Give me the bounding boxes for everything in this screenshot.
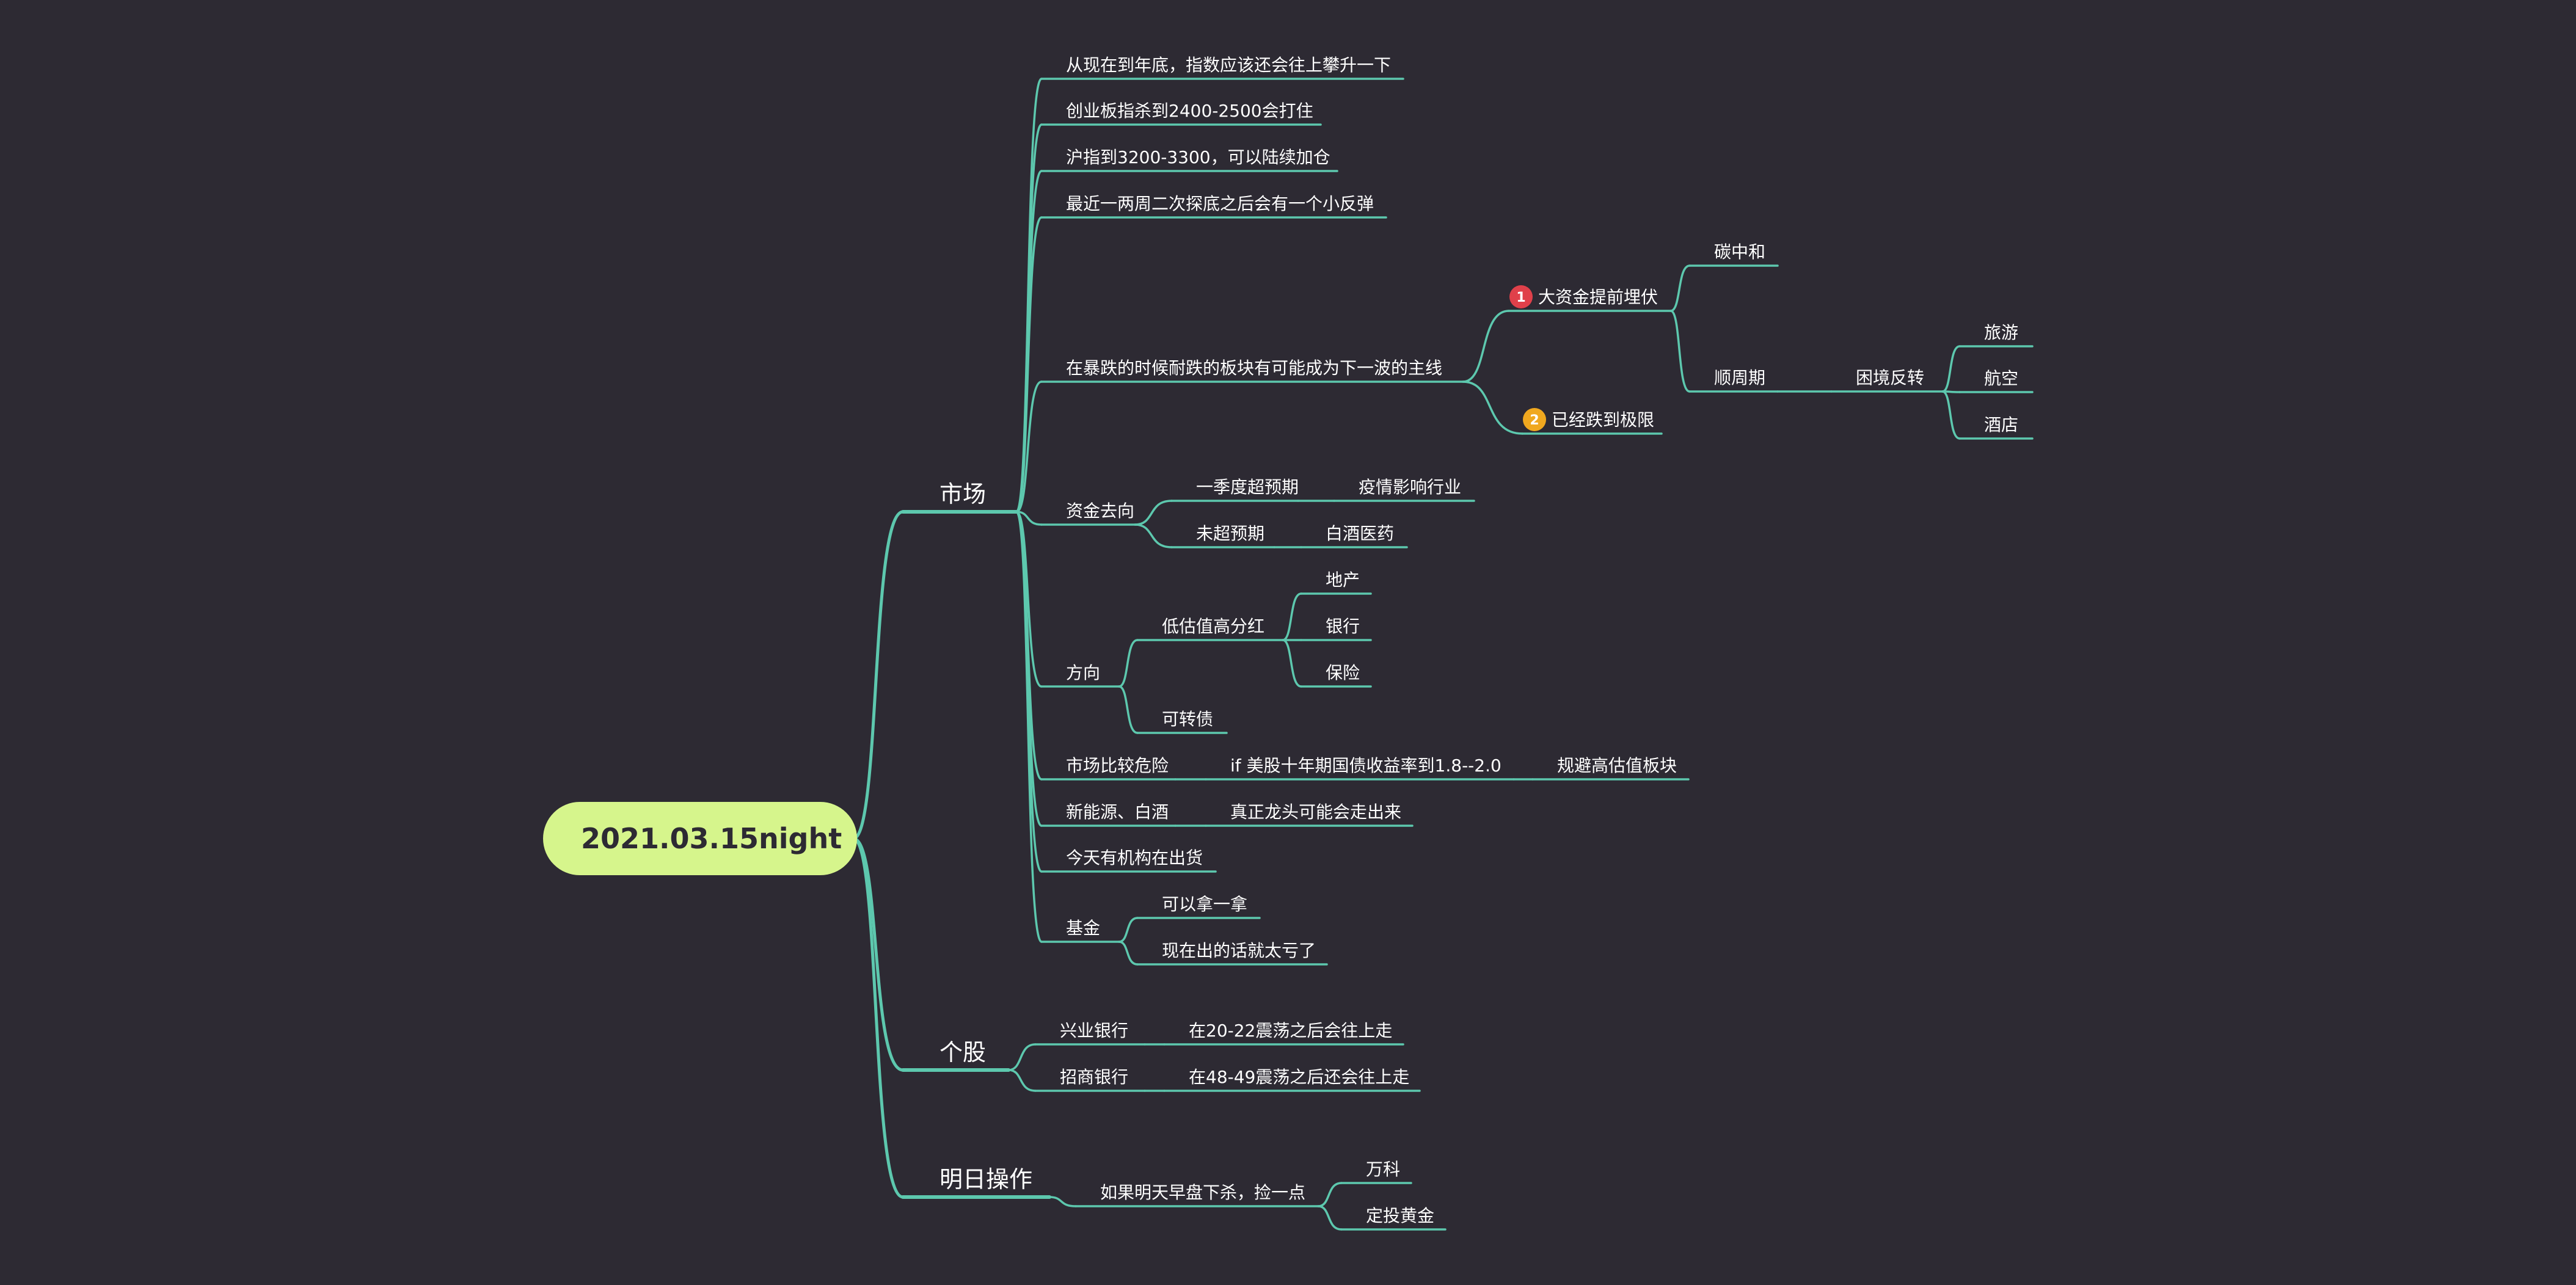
subtopic-label[interactable]: 困境反转 <box>1856 368 1924 388</box>
branch-connector <box>1317 1182 1343 1207</box>
subtopic-label[interactable]: 可转债 <box>1162 709 1213 729</box>
subtopic-label[interactable]: if 美股十年期国债收益率到1.8--2.0 <box>1230 755 1501 776</box>
subtopic-label[interactable]: 真正龙头可能会走出来 <box>1230 802 1401 822</box>
branch-connector <box>1941 345 1961 393</box>
branch-connector <box>1015 511 1043 943</box>
subtopic-label[interactable]: 疫情影响行业 <box>1359 477 1461 497</box>
branch-topic-label[interactable]: 明日操作 <box>940 1166 1032 1193</box>
subtopic-label[interactable]: 碳中和 <box>1714 242 1765 262</box>
subtopic-label[interactable]: 创业板指杀到2400-2500会打住 <box>1066 101 1313 121</box>
branch-connector <box>852 837 905 1072</box>
subtopic-label[interactable]: 新能源、白酒 <box>1066 802 1169 822</box>
subtopic-label[interactable]: 定投黄金 <box>1366 1206 1434 1226</box>
subtopic-label[interactable]: 大资金提前埋伏 <box>1538 287 1658 307</box>
subtopic-label[interactable]: 航空 <box>1984 368 2018 388</box>
branch-connector <box>1007 1069 1037 1092</box>
branch-connector <box>1282 639 1302 688</box>
subtopic-label[interactable]: 从现在到年底，指数应该还会往上攀升一下 <box>1066 55 1391 75</box>
branch-connector <box>1007 1043 1037 1071</box>
subtopic-label[interactable]: 可以拿一拿 <box>1162 894 1247 914</box>
subtopic-label[interactable]: 如果明天早盘下杀，捡一点 <box>1100 1182 1305 1203</box>
branch-connector <box>1118 639 1139 688</box>
subtopic-label[interactable]: 旅游 <box>1984 322 2018 343</box>
branch-connector <box>1134 523 1173 548</box>
subtopic-label[interactable]: 万科 <box>1366 1159 1400 1179</box>
subtopic-label[interactable]: 沪指到3200-3300，可以陆续加仓 <box>1066 147 1330 167</box>
subtopic-label[interactable]: 未超预期 <box>1196 523 1264 544</box>
branch-connector <box>1941 390 1961 440</box>
branch-connector <box>1015 216 1043 513</box>
subtopic-label[interactable]: 规避高估值板块 <box>1557 755 1677 776</box>
subtopic-label[interactable]: 在48-49震荡之后还会往上走 <box>1189 1067 1409 1087</box>
branch-connector <box>1669 310 1691 393</box>
branch-connector <box>852 837 905 1199</box>
subtopic-label[interactable]: 方向 <box>1066 663 1100 683</box>
subtopic-label[interactable]: 资金去向 <box>1066 501 1134 521</box>
subtopic-label[interactable]: 基金 <box>1066 918 1100 938</box>
subtopic-label[interactable]: 银行 <box>1326 616 1360 636</box>
subtopic-label[interactable]: 白酒医药 <box>1326 523 1394 544</box>
subtopic-label[interactable]: 低估值高分红 <box>1162 616 1264 636</box>
subtopic-label[interactable]: 在暴跌的时候耐跌的板块有可能成为下一波的主线 <box>1066 358 1442 378</box>
subtopic-label[interactable]: 地产 <box>1326 570 1360 590</box>
root-node[interactable] <box>543 802 857 875</box>
subtopic-label[interactable]: 兴业银行 <box>1060 1021 1128 1041</box>
subtopic-label[interactable]: 市场比较危险 <box>1066 755 1169 776</box>
subtopic-label[interactable]: 酒店 <box>1984 415 2018 435</box>
branch-connector <box>1118 685 1139 734</box>
subtopic-label[interactable]: 保险 <box>1326 663 1360 683</box>
priority-badge-number: 2 <box>1530 413 1539 428</box>
priority-badge-number: 1 <box>1516 290 1525 305</box>
branch-connector <box>1015 511 1043 526</box>
branch-connector <box>852 510 905 840</box>
subtopic-label[interactable]: 已经跌到极限 <box>1552 410 1654 430</box>
branch-connector <box>1118 917 1139 943</box>
branch-connector <box>1015 380 1043 513</box>
branch-connector <box>1048 1196 1077 1207</box>
root-node-label: 2021.03.15night <box>581 822 842 855</box>
branch-topic-label[interactable]: 市场 <box>940 481 986 508</box>
subtopic-label[interactable]: 在20-22震荡之后会往上走 <box>1189 1021 1392 1041</box>
branch-connector <box>1462 310 1510 383</box>
branch-connector <box>1317 1205 1343 1231</box>
priority-badge-icon <box>1509 285 1533 308</box>
subtopic-label[interactable]: 今天有机构在出货 <box>1066 848 1203 868</box>
priority-badge-icon <box>1523 408 1546 431</box>
branch-connector <box>1462 380 1523 435</box>
branch-connector <box>1282 592 1302 641</box>
branch-topic-label[interactable]: 个股 <box>940 1039 986 1066</box>
subtopic-label[interactable]: 一季度超预期 <box>1196 477 1299 497</box>
branch-connector <box>1669 264 1691 312</box>
subtopic-label[interactable]: 顺周期 <box>1714 368 1765 388</box>
subtopic-label[interactable]: 最近一两周二次探底之后会有一个小反弹 <box>1066 194 1374 214</box>
branch-connector <box>1134 500 1173 526</box>
branch-connector <box>1118 941 1139 966</box>
subtopic-label[interactable]: 招商银行 <box>1060 1067 1128 1087</box>
subtopic-label[interactable]: 现在出的话就太亏了 <box>1162 941 1316 961</box>
